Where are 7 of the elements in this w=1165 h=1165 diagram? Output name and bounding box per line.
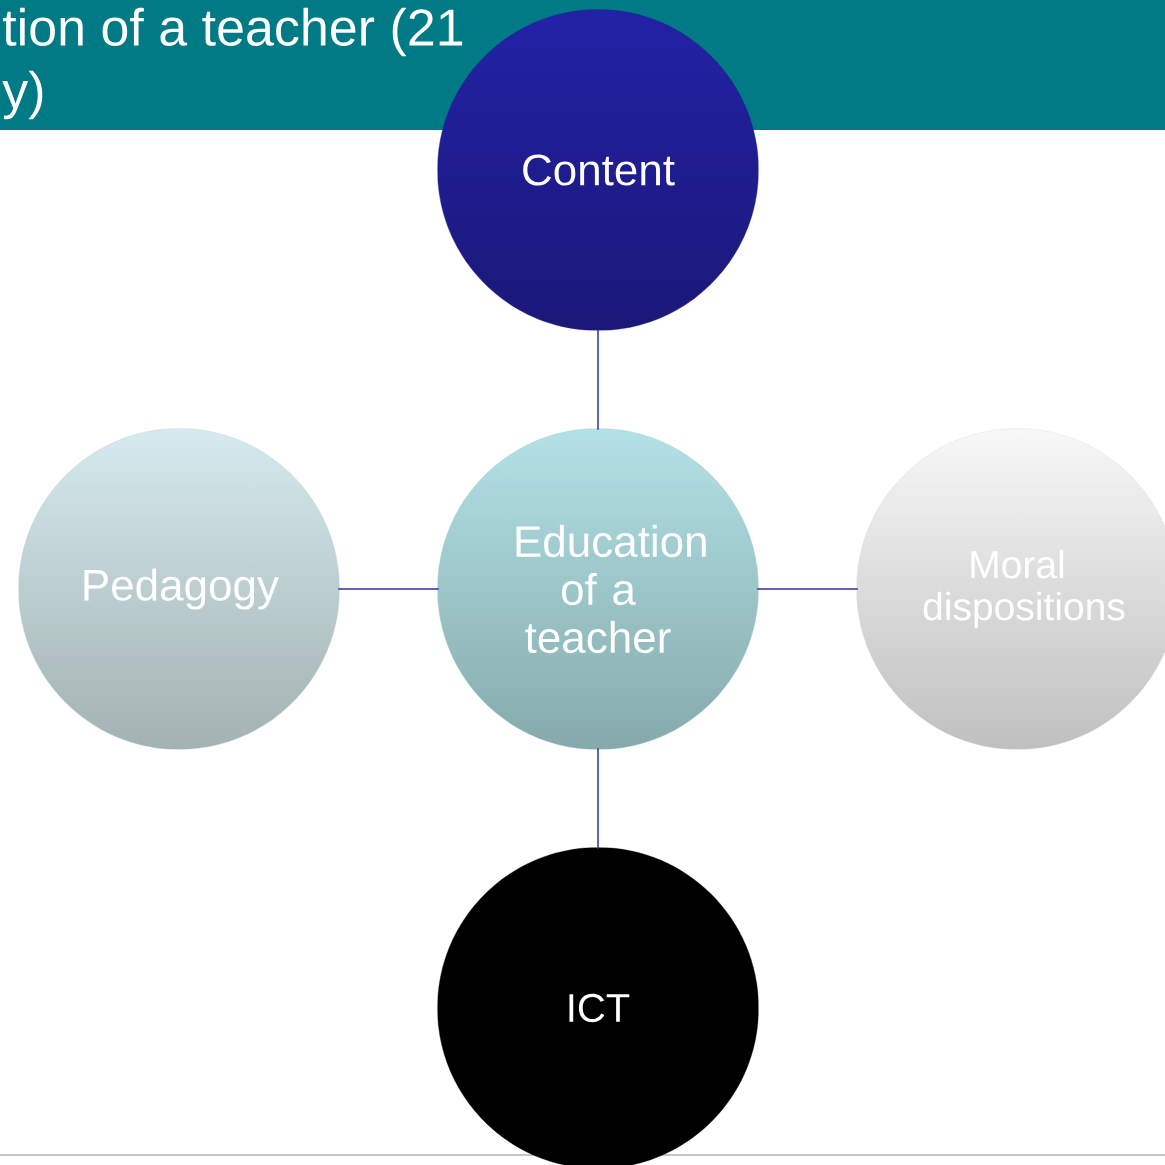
connector-line — [756, 588, 859, 590]
title-text: y) — [2, 70, 43, 120]
connector-line — [597, 328, 599, 431]
circle-node: Education of a teacher — [437, 428, 759, 750]
connector-line — [337, 588, 440, 590]
circle-node: Pedagogy — [18, 428, 340, 750]
connector-line — [597, 747, 599, 850]
